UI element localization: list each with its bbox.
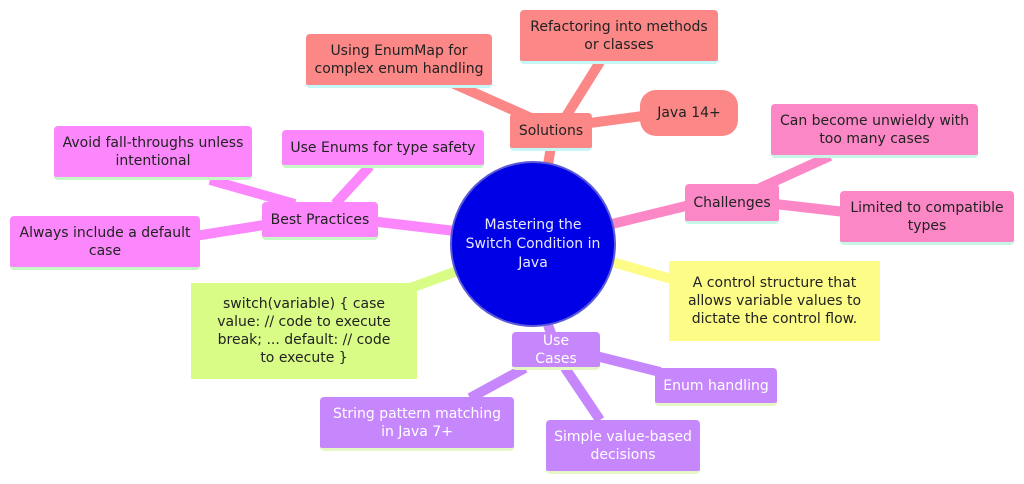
edge-bp-enums — [331, 162, 374, 208]
node-use-enums[interactable]: Use Enums for type safety — [282, 130, 484, 168]
edge-uc-simple — [560, 365, 605, 423]
edge-ch-limited — [774, 199, 846, 217]
node-avoid-fall-throughs[interactable]: Avoid fall-throughs unless intentional — [54, 126, 252, 180]
edge-ch-unwieldy — [757, 151, 833, 193]
node-label: Using EnumMap for complex enum handling — [314, 42, 484, 77]
node-enum-handling[interactable]: Enum handling — [655, 368, 777, 406]
root-node[interactable]: Mastering the Switch Condition in Java — [450, 161, 616, 327]
node-challenges[interactable]: Challenges — [685, 184, 779, 224]
edge-bp-avoid — [208, 175, 297, 209]
node-label: Use Enums for type safety — [290, 139, 476, 156]
node-label: Challenges — [693, 194, 771, 211]
node-label: switch(variable) { case value: // code t… — [217, 296, 391, 366]
node-label: Use Cases — [535, 332, 577, 367]
node-best-practices[interactable]: Best Practices — [262, 202, 378, 240]
node-label: Limited to compatible types — [850, 199, 1004, 234]
node-label: Simple value-based decisions — [554, 428, 692, 463]
root-label: Mastering the Switch Condition in Java — [465, 216, 601, 271]
node-java-14[interactable]: Java 14+ — [640, 90, 738, 136]
edge-bp-default — [194, 219, 271, 241]
node-refactoring[interactable]: Refactoring into methods or classes — [520, 10, 718, 64]
node-label: A control structure that allows variable… — [687, 275, 862, 327]
node-use-cases[interactable]: Use Cases — [512, 332, 600, 370]
edge-root-challenges — [610, 200, 692, 229]
node-definition[interactable]: A control structure that allows variable… — [669, 261, 880, 341]
node-simple-value[interactable]: Simple value-based decisions — [546, 420, 700, 474]
edge-uc-enum — [594, 351, 662, 377]
node-label: Solutions — [518, 122, 584, 139]
edge-solutions-refactoring — [560, 59, 605, 121]
edge-root-definition — [610, 257, 677, 285]
node-solutions[interactable]: Solutions — [510, 113, 592, 151]
node-label: String pattern matching in Java 7+ — [332, 405, 502, 440]
node-label: Refactoring into methods or classes — [530, 18, 708, 53]
node-label: Java 14+ — [657, 105, 721, 121]
node-label: Enum handling — [663, 377, 769, 394]
node-string-pattern[interactable]: String pattern matching in Java 7+ — [320, 397, 514, 451]
node-label: Avoid fall-throughs unless intentional — [62, 134, 244, 169]
node-label: Can become unwieldy with too many cases — [779, 112, 970, 147]
edge-root-bestpractices — [369, 216, 456, 236]
node-using-enummap[interactable]: Using EnumMap for complex enum handling — [306, 34, 492, 88]
edge-uc-string — [467, 363, 528, 403]
node-unwieldy[interactable]: Can become unwieldy with too many cases — [771, 104, 978, 158]
node-always-default[interactable]: Always include a default case — [10, 216, 200, 270]
node-label: Always include a default case — [19, 224, 191, 259]
node-label: Best Practices — [270, 211, 370, 228]
node-limited-types[interactable]: Limited to compatible types — [840, 191, 1014, 245]
node-syntax[interactable]: switch(variable) { case value: // code t… — [191, 283, 417, 379]
